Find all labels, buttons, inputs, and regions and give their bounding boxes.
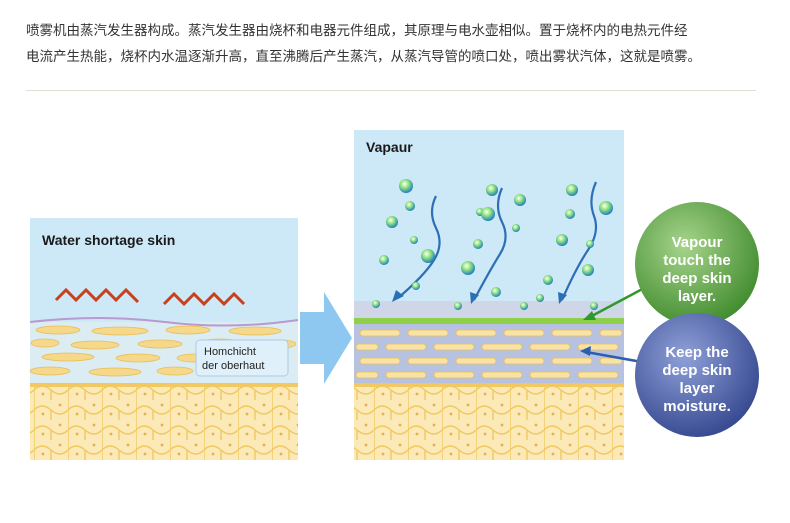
blue-bubble-line-2: deep skin <box>662 362 731 379</box>
right-hydrated-cells <box>355 329 623 379</box>
left-callout <box>195 339 289 377</box>
right-green-layer <box>354 318 624 324</box>
green-bubble <box>635 202 759 326</box>
divider <box>26 90 756 91</box>
green-callout: Vapour touch the deep skin layer. <box>583 202 759 326</box>
left-fat-layer <box>30 385 298 460</box>
left-callout-line-2: der oberhaut <box>202 360 264 372</box>
left-dry-line <box>54 287 140 304</box>
transition-arrow <box>300 292 352 384</box>
left-panel-title: Water shortage skin <box>42 232 175 248</box>
vapour-droplets <box>372 179 613 310</box>
intro-line-1: 喷雾机由蒸汽发生器构成。蒸汽发生器由烧杯和电器元件组成，其原理与电水壶相似。置于… <box>26 23 688 39</box>
vapour-arrowheads <box>392 290 567 304</box>
blue-callout: Keep the deep skin layer moisture. <box>580 313 759 437</box>
vapour-arrows <box>397 181 598 301</box>
blue-bubble <box>635 313 759 437</box>
green-bubble-line-4: layer. <box>678 288 716 305</box>
green-bubble-line-2: touch the <box>663 252 731 269</box>
right-panel: Vapaur <box>354 130 624 460</box>
green-bubble-line-1: Vapour <box>672 234 723 251</box>
right-fat-layer <box>354 385 624 460</box>
intro-line-2: 电流产生热能，烧杯内水温逐渐升高，直至沸腾后产生蒸汽，从蒸汽导管的喷口处，喷出雾… <box>26 49 701 65</box>
right-vapour-layer <box>354 301 624 318</box>
blue-bubble-line-3: layer <box>679 380 714 397</box>
intro-text: 喷雾机由蒸汽发生器构成。蒸汽发生器由烧杯和电器元件组成，其原理与电水壶相似。置于… <box>26 18 766 70</box>
blue-bubble-line-4: moisture. <box>663 398 731 415</box>
left-dry-line <box>162 291 246 307</box>
blue-bubble-line-1: Keep the <box>665 344 728 361</box>
green-bubble-line-3: deep skin <box>662 270 731 287</box>
left-dry-cells <box>29 325 297 377</box>
left-callout-line-1: Homchicht <box>204 346 256 358</box>
right-panel-title: Vapaur <box>366 139 413 155</box>
left-panel: Water shortage skin Homchicht der oberha… <box>29 218 299 460</box>
